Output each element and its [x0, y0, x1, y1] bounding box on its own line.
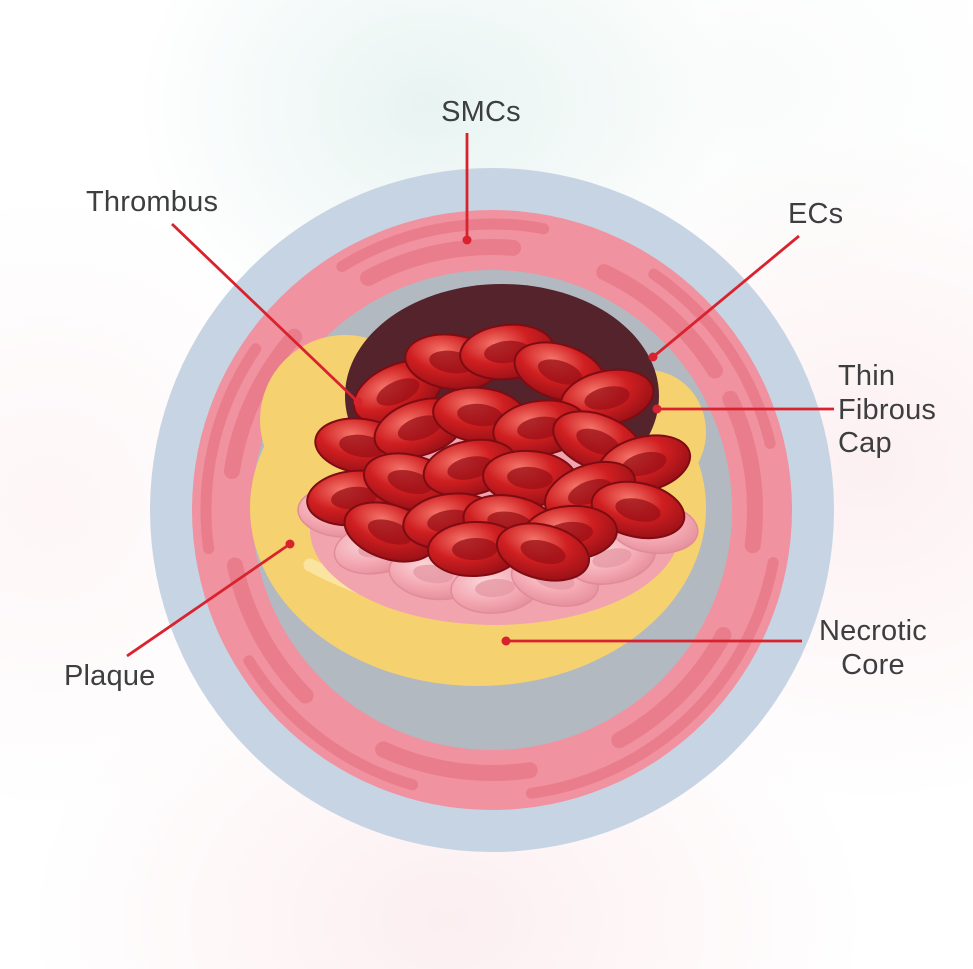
media-streak-arc	[200, 218, 784, 802]
leader-dot-smcs	[462, 235, 472, 245]
leader-dot-necrotic-core	[501, 636, 511, 646]
leader-dots	[285, 235, 662, 646]
media-streak-arc	[221, 239, 763, 781]
label-necrotic-core: Necrotic Core	[819, 615, 927, 681]
label-thrombus: Thrombus	[86, 186, 219, 218]
leader-dot-plaque	[285, 539, 295, 549]
leader-dot-thin-fibrous-cap	[652, 404, 662, 414]
leader-line-ecs	[652, 234, 800, 359]
leader-line-thrombus	[171, 222, 359, 404]
red-blood-cell	[495, 522, 591, 582]
label-thin-fibrous-cap: Thin Fibrous Cap	[838, 360, 937, 460]
leader-dot-thrombus	[353, 397, 363, 407]
leader-lines	[126, 133, 834, 658]
leader-line-plaque	[126, 542, 291, 658]
leader-dot-ecs	[648, 352, 658, 362]
label-plaque: Plaque	[64, 660, 156, 692]
label-ecs: ECs	[788, 198, 844, 230]
thrombus-rbc-cluster	[306, 323, 692, 582]
label-smcs: SMCs	[441, 96, 521, 128]
